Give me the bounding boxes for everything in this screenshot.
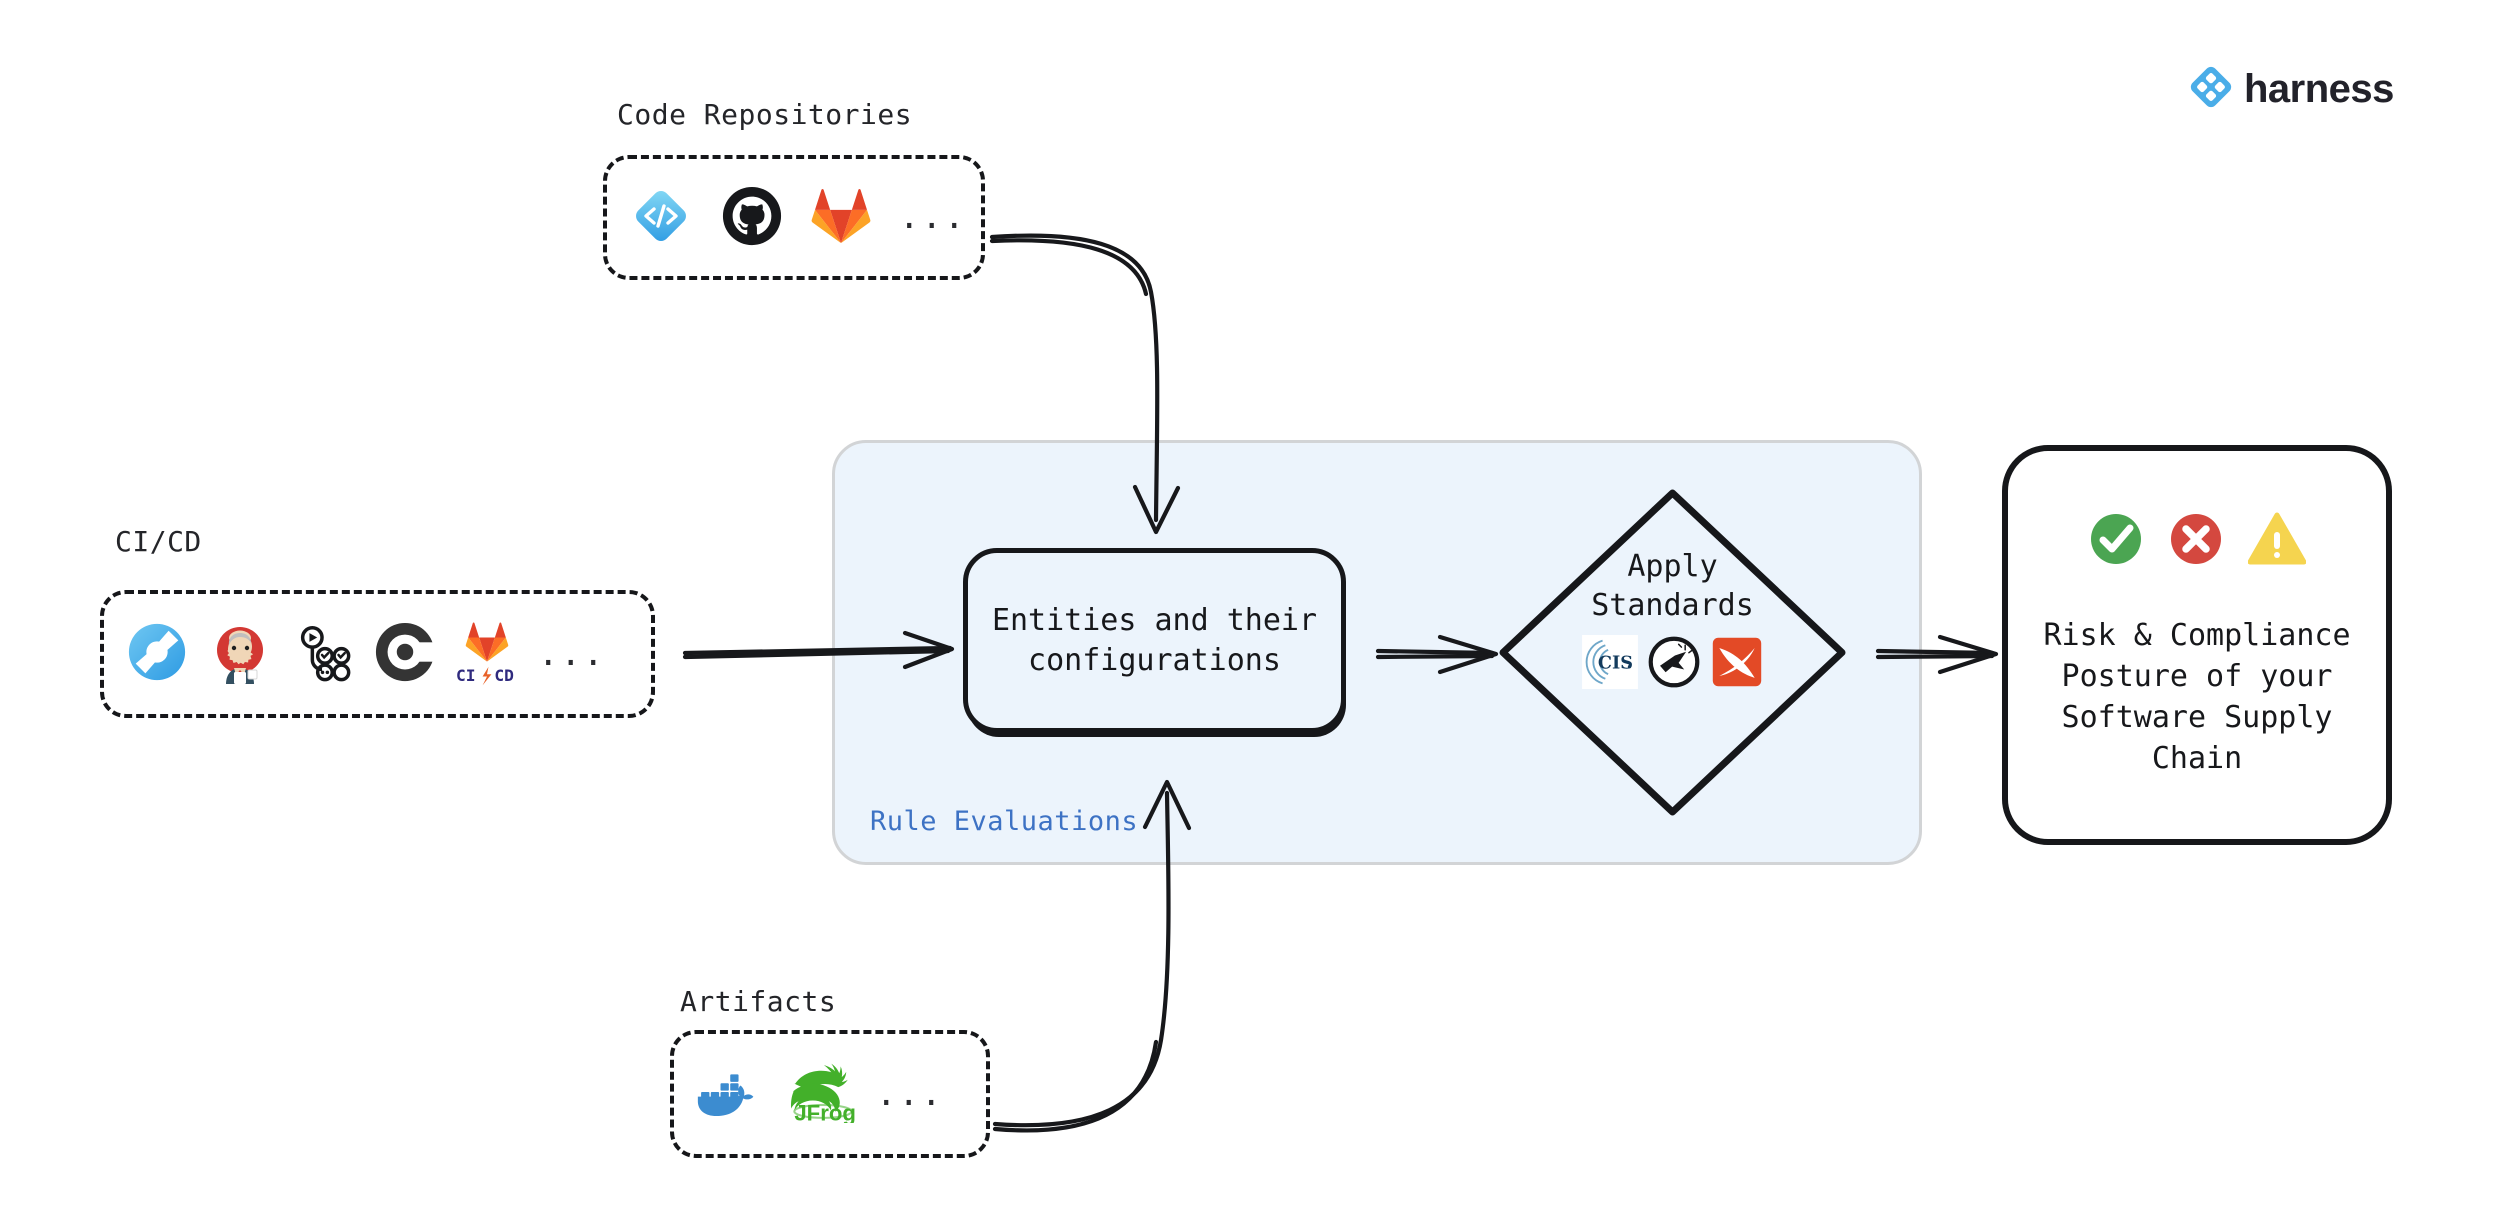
apply-standards-node[interactable]: Apply Standards CIS [1495, 485, 1850, 820]
entities-node[interactable]: Entities and their configurations [963, 548, 1346, 733]
artifacts-more: ... [876, 1073, 944, 1114]
svg-text:JFrog: JFrog [794, 1101, 856, 1123]
outcome-node-label: Risk & Compliance Posture of your Softwa… [2043, 617, 2351, 777]
ci-cd-label: CI/CD [115, 525, 202, 558]
harness-diamond-icon [2188, 64, 2234, 114]
ci-cd-more: ... [538, 633, 606, 674]
error-circle-icon [2168, 511, 2224, 571]
outcome-node[interactable]: Risk & Compliance Posture of your Softwa… [2002, 445, 2392, 845]
openssf-scorecard-icon [1647, 635, 1701, 693]
code-repositories-more: ... [899, 197, 967, 238]
github-icon [721, 185, 783, 251]
code-repositories-box[interactable]: ... [603, 155, 985, 280]
harness-wordmark: harness [2244, 66, 2394, 111]
drone-icon [292, 621, 354, 687]
cis-icon: CIS [1581, 635, 1638, 693]
svg-text:CD: CD [494, 666, 514, 685]
gitlab-cicd-icon: CI CD [456, 621, 518, 687]
rule-evaluations-label: Rule Evaluations [870, 806, 1139, 837]
jfrog-icon: JFrog [786, 1061, 860, 1127]
outcome-status-icons [2088, 511, 2307, 571]
apply-standards-label: Apply Standards [1591, 549, 1754, 623]
artifacts-box[interactable]: JFrog ... [670, 1030, 990, 1158]
harness-code-icon [629, 184, 693, 252]
harness-ci-icon [126, 621, 188, 687]
circleci-icon [374, 621, 440, 687]
svg-text:CIS: CIS [1597, 653, 1632, 674]
artifacts-label: Artifacts [680, 985, 837, 1018]
docker-icon [696, 1062, 770, 1126]
svg-text:CI: CI [456, 666, 476, 685]
code-repositories-label: Code Repositories [617, 98, 913, 131]
ci-cd-box[interactable]: CI CD ... [100, 590, 655, 718]
slsa-icon [1710, 635, 1764, 693]
entities-node-label: Entities and their configurations [991, 602, 1318, 678]
harness-logo: harness [2188, 64, 2394, 114]
check-circle-icon [2088, 511, 2144, 571]
jenkins-icon [208, 620, 272, 688]
warning-triangle-icon [2247, 512, 2307, 570]
gitlab-icon [811, 187, 871, 249]
